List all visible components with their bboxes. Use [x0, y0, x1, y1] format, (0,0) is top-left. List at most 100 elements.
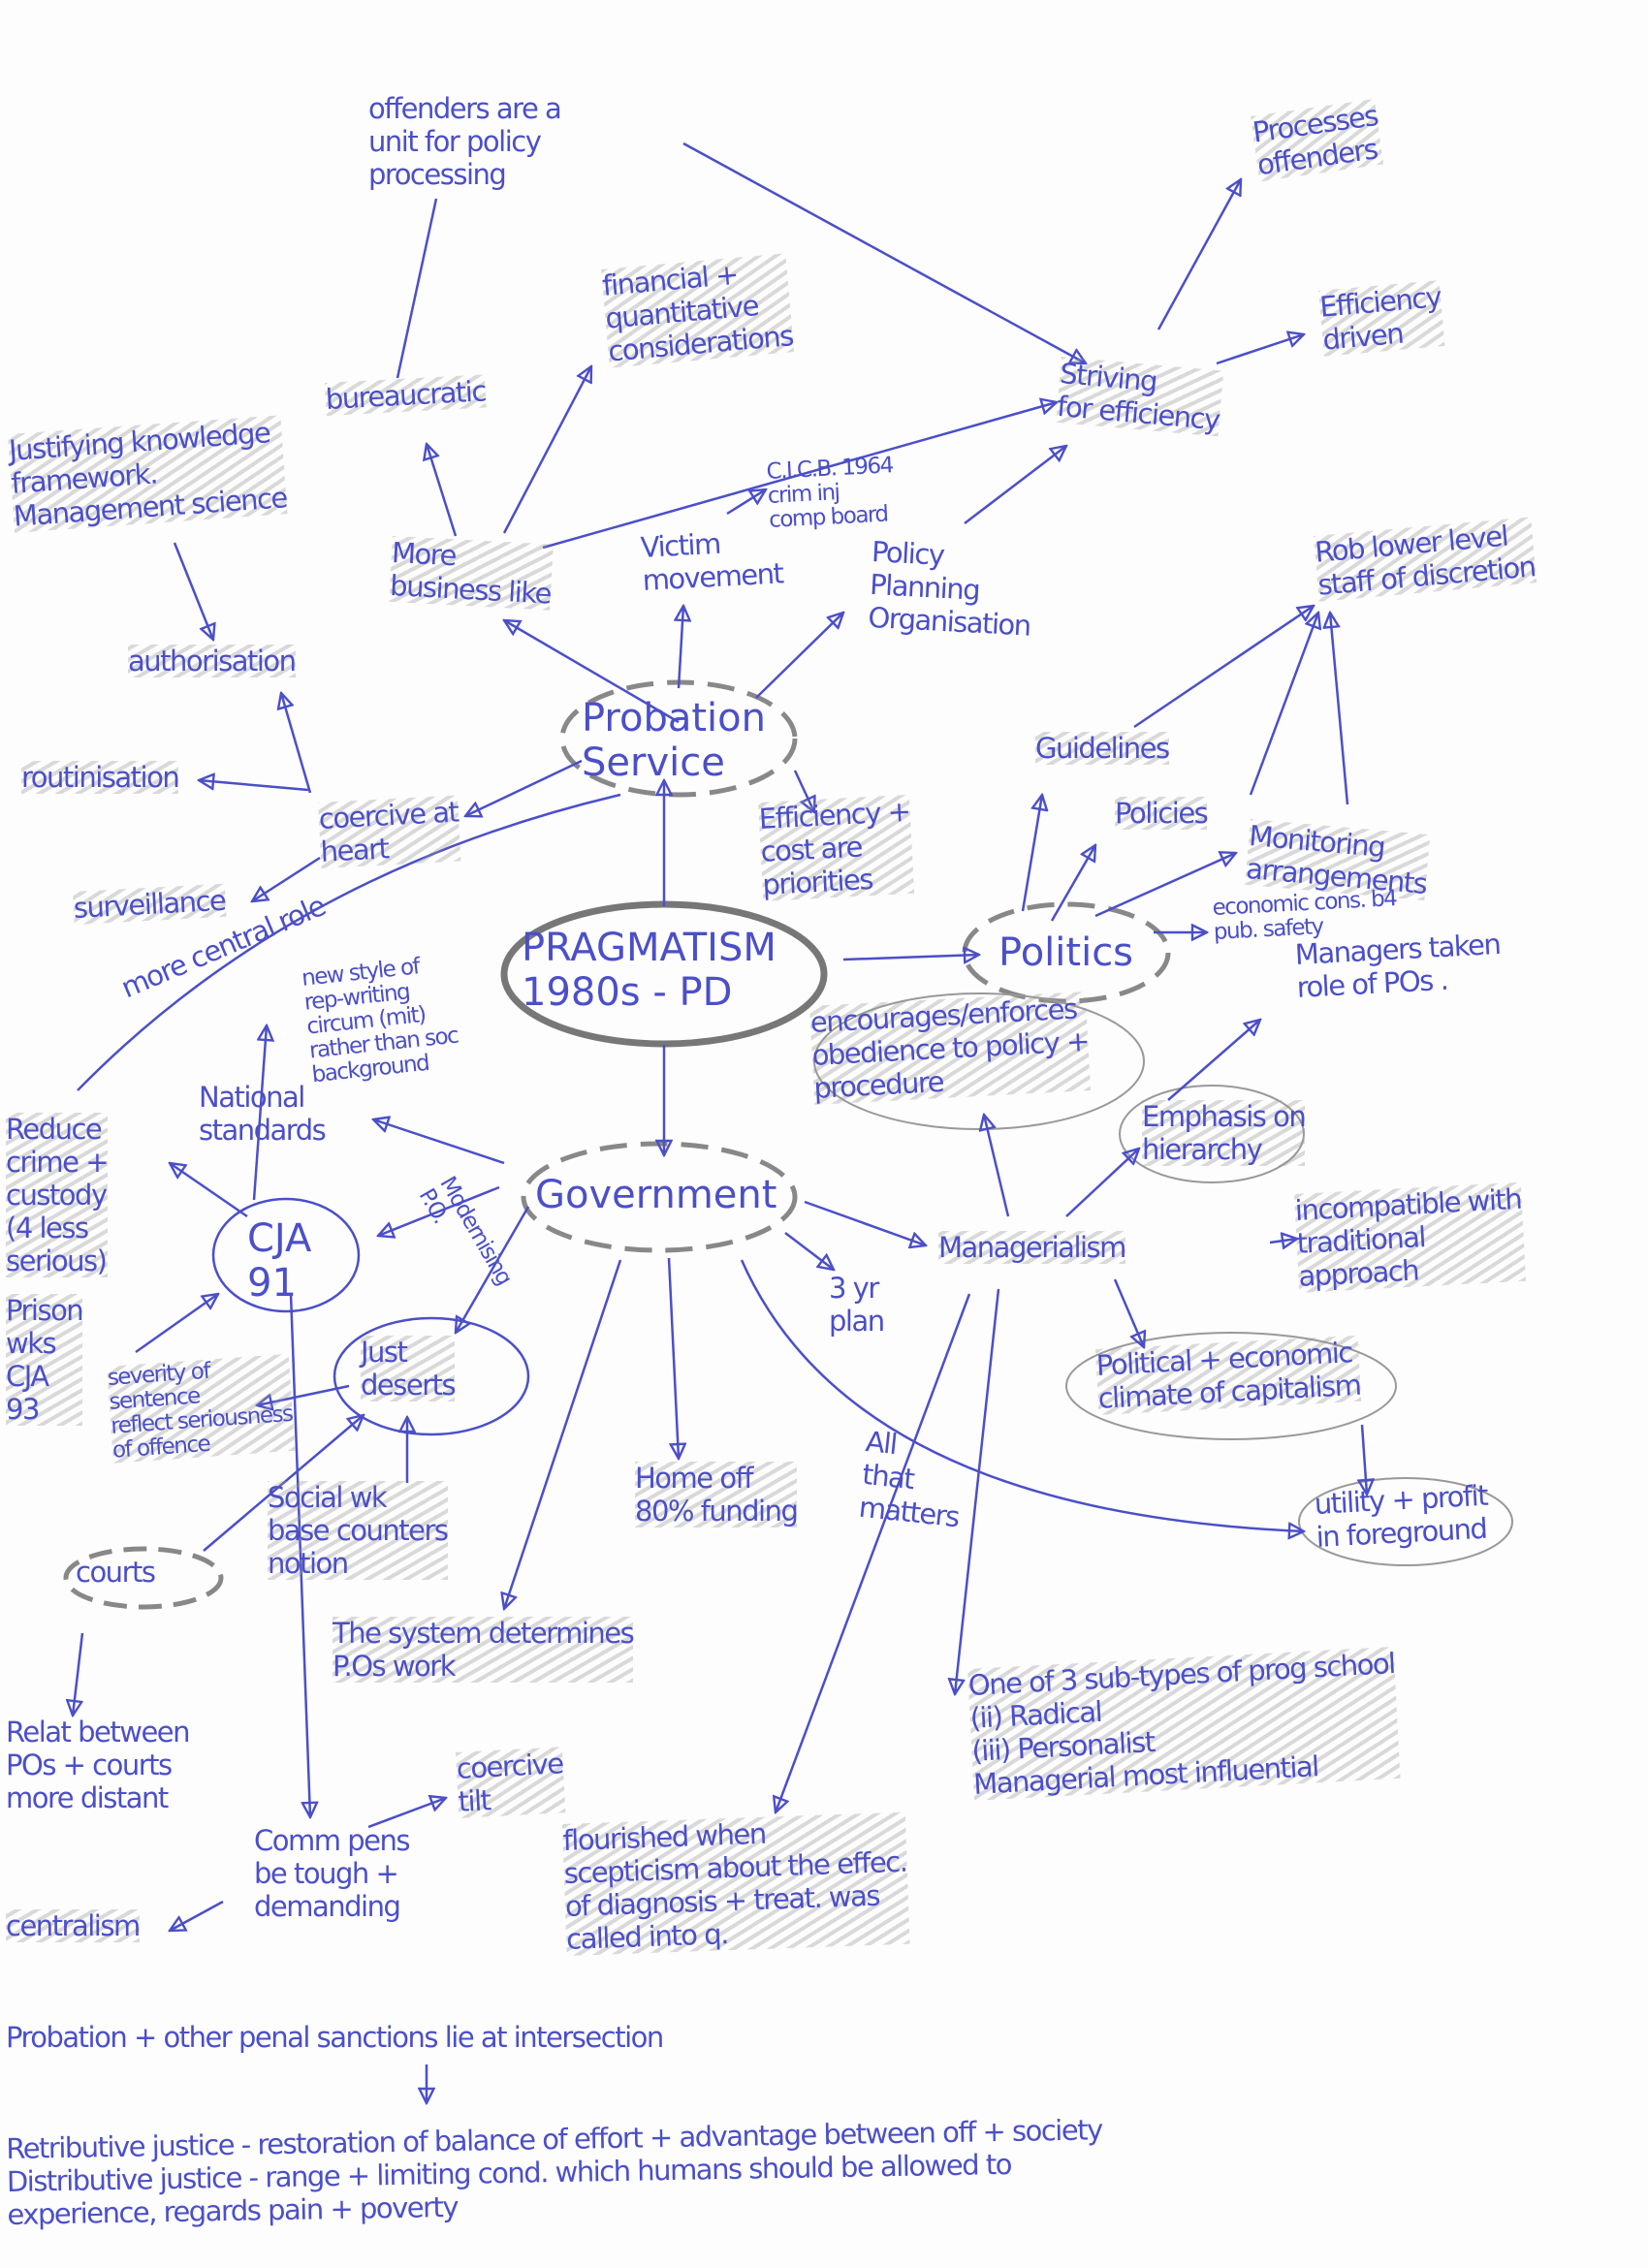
connector-arrow [1167, 1020, 1260, 1101]
connector-arrow [427, 444, 458, 537]
node-text: Relat between [6, 1716, 191, 1748]
connector-arrow [1133, 606, 1314, 729]
connector-arrow [170, 1163, 248, 1218]
node-text: CJA [247, 1216, 312, 1261]
node-text: offenders are a [368, 92, 562, 125]
node-text: crime + [6, 1146, 110, 1179]
connector-arrow [252, 1025, 267, 1201]
connector-arrow [1362, 1424, 1367, 1495]
connector-arrow [784, 1232, 834, 1270]
node-centralism: centralism [6, 1909, 141, 1942]
node-text: authorisation [128, 645, 297, 677]
connector-arrow [135, 1294, 218, 1354]
connector-arrow [378, 1185, 500, 1236]
node-text: Policies [1115, 797, 1209, 830]
node-text: notion [268, 1547, 349, 1580]
node-politics: Politics [998, 930, 1133, 975]
connector-arrow [1330, 613, 1349, 805]
connector-arrow [373, 1119, 505, 1165]
connector-arrow [1113, 1278, 1144, 1347]
node-text: CJA [6, 1360, 49, 1393]
connector-arrow [542, 402, 1057, 550]
node-text: The system determines [333, 1617, 635, 1650]
node-text: Service [582, 740, 725, 785]
utility-cloud [1298, 1477, 1513, 1566]
node-text: Prison [6, 1294, 84, 1327]
node-text: hierarchy [1142, 1133, 1263, 1166]
node-text: Just [361, 1336, 408, 1369]
connector-arrow [955, 1288, 1000, 1694]
node-text: National [199, 1081, 305, 1114]
node-routinisation: routinisation [21, 761, 180, 794]
node-text: 91 [247, 1261, 297, 1306]
node-text: 1980s - PD [522, 970, 733, 1015]
node-text: tilt [457, 1783, 491, 1818]
cja91-outline [211, 1197, 361, 1313]
node-text: Comm pens [254, 1824, 410, 1857]
connector-arrow [257, 1384, 350, 1405]
node-text: Politics [998, 930, 1134, 975]
connector-arrow [755, 613, 843, 699]
connector-arrow [667, 1257, 679, 1459]
node-text: Managerialism [938, 1231, 1126, 1264]
connector-arrow [984, 1115, 1010, 1217]
node-courts: courts [76, 1556, 156, 1589]
node-text: be tough + [254, 1857, 399, 1890]
node-text: courts [76, 1556, 156, 1589]
connector-arrow [289, 1293, 310, 1817]
politics-outline [962, 901, 1171, 1004]
node-intersection: Probation + other penal sanctions lie at… [6, 2021, 664, 2054]
connector-arrow [396, 198, 438, 379]
connector-arrow [281, 693, 312, 794]
political-economic-cloud [1065, 1332, 1397, 1440]
connector-arrow [1050, 845, 1095, 922]
connector-arrow [842, 955, 979, 960]
node-text: 3 yr [829, 1272, 879, 1305]
node-government: Government [535, 1173, 776, 1217]
node-text: Home off [635, 1462, 754, 1495]
connector-arrow [173, 542, 213, 640]
node-text: plan [829, 1305, 885, 1338]
connector-arrow [1094, 853, 1236, 918]
node-managerialism: Managerialism [938, 1231, 1126, 1264]
node-justice: Retributive justice - restoration of bal… [6, 2113, 1103, 2231]
connector-arrow [504, 1259, 622, 1609]
node-text: P.Os work [333, 1650, 457, 1683]
node-text: Emphasis on [1142, 1100, 1307, 1133]
node-text: custody [6, 1179, 108, 1212]
node-text: coercive [456, 1747, 564, 1785]
connector-arrow [1269, 1239, 1297, 1243]
node-text: Reduce [6, 1113, 103, 1146]
node-text: demanding [254, 1890, 401, 1923]
node-guidelines: Guidelines [1035, 732, 1170, 765]
connector-arrow [1249, 613, 1318, 796]
connector-curve [77, 793, 621, 1091]
node-text: serious) [6, 1244, 108, 1277]
node-text: centralism [6, 1909, 141, 1942]
node-text: routinisation [21, 761, 180, 794]
